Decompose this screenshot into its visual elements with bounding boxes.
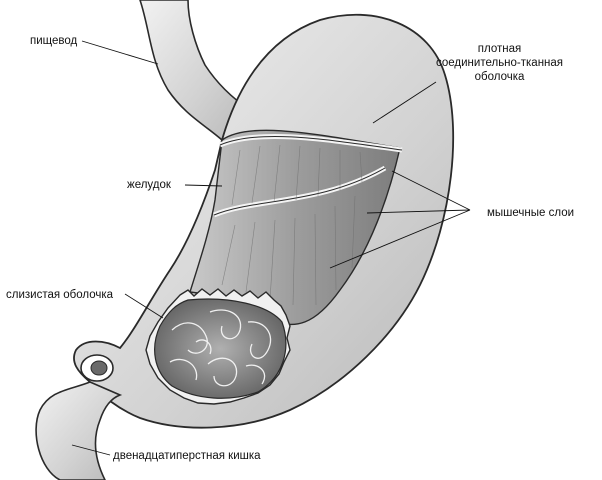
leader-muscle-2	[366, 209, 471, 214]
label-serosa: плотная соединительно-тканная оболочка	[436, 42, 563, 84]
muscle-band-1-edge	[219, 135, 403, 151]
pylorus-inner	[90, 360, 108, 376]
muscle-fibre-hatching	[221, 144, 363, 306]
leader-lines	[71, 40, 471, 456]
label-serosa-line-2: соединительно-тканная	[436, 57, 564, 69]
duodenum-tube	[35, 381, 123, 480]
leader-esophagus	[81, 40, 159, 65]
mucosa-folds	[154, 298, 287, 399]
label-esophagus: пищевод	[30, 35, 78, 47]
label-serosa-line-3: оболочка	[474, 71, 525, 83]
leader-stomach	[184, 184, 223, 187]
label-muscle-layers: мышечные слои	[487, 207, 575, 219]
leader-mucosa	[124, 293, 164, 319]
label-mucosa: слизистая оболочка	[6, 289, 114, 301]
label-serosa-line-1: плотная	[477, 43, 522, 55]
leader-serosa	[372, 81, 437, 124]
label-stomach: желудок	[127, 179, 171, 191]
leader-duodenum	[71, 444, 111, 456]
mucosa-wrinkles	[169, 309, 272, 387]
label-duodenum: двенадцатиперстная кишка	[113, 450, 261, 462]
leader-muscle-3	[329, 209, 471, 269]
leader-muscle-1	[391, 170, 471, 211]
